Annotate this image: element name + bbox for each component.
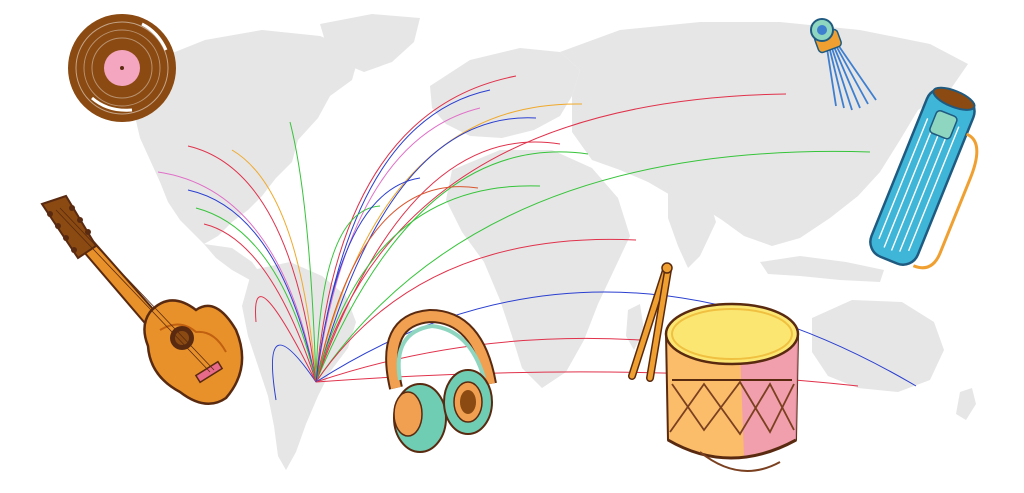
route-arc: [315, 177, 421, 383]
route-arc: [195, 207, 317, 383]
route-arc: [315, 75, 517, 383]
route-arc: [203, 223, 317, 383]
route-arc: [255, 296, 317, 383]
route-arc: [157, 171, 317, 383]
route-arc: [315, 103, 583, 383]
land-madagascar: [626, 304, 644, 350]
route-arc: [231, 149, 317, 383]
route-arc: [315, 151, 589, 383]
route-arc: [315, 186, 479, 383]
guiro-scraper-icon: [810, 18, 877, 111]
land-japan: [862, 138, 884, 184]
land-india: [668, 190, 716, 268]
route-arc: [187, 145, 317, 383]
drum-icon: [664, 302, 800, 472]
route-arc: [289, 121, 317, 383]
land-australia: [812, 300, 944, 392]
land-indonesia: [760, 256, 884, 282]
land-south-america: [242, 262, 356, 470]
route-arc: [187, 189, 317, 383]
route-arc: [315, 107, 481, 383]
headphones-icon: [385, 308, 497, 453]
land-central-america: [204, 244, 262, 280]
route-arc: [315, 117, 537, 383]
land-new-zealand: [956, 388, 976, 420]
route-arc: [315, 238, 637, 383]
charango-icon: [40, 194, 244, 405]
rain-stick-icon: [869, 86, 979, 270]
land-africa: [446, 150, 630, 388]
route-arc: [315, 150, 871, 383]
vinyl-record-icon: [68, 14, 176, 122]
drumsticks-icon: [628, 262, 673, 382]
route-arc: [315, 205, 381, 383]
route-arc: [271, 344, 317, 401]
route-arc: [315, 185, 541, 383]
land-greenland: [320, 14, 420, 72]
route-arc: [315, 141, 561, 383]
land-europe: [430, 48, 580, 138]
land-asia: [560, 22, 968, 246]
